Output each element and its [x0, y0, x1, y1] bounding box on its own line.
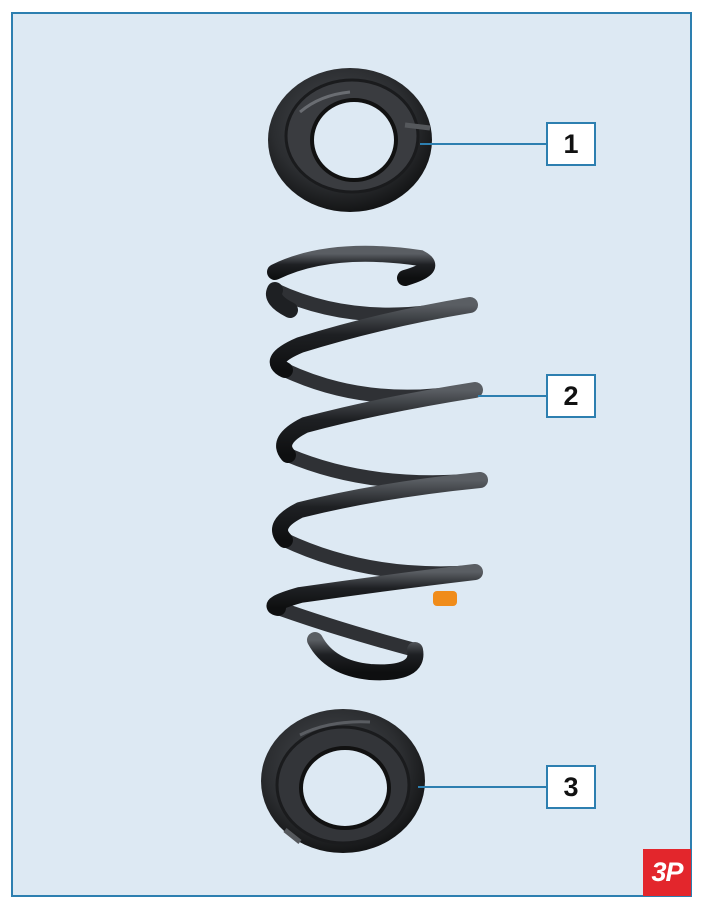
callout-2: 2 [546, 374, 596, 418]
paint-mark [433, 591, 457, 606]
upper-insulator [268, 68, 432, 212]
lower-insulator [261, 709, 425, 853]
callout-3: 3 [546, 765, 596, 809]
callout-1: 1 [546, 122, 596, 166]
publisher-logo: 3P [643, 849, 691, 896]
coil-spring [266, 245, 488, 681]
